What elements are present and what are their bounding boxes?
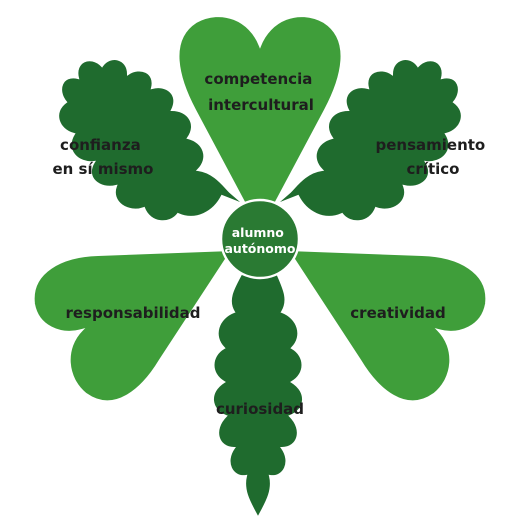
label-curiosidad: curiosidad bbox=[216, 400, 304, 418]
leaf-confianza bbox=[57, 58, 246, 223]
label-center: alumno autónomo bbox=[225, 225, 296, 256]
center-circle bbox=[219, 198, 301, 280]
leaf-responsabilidad bbox=[32, 248, 234, 403]
label-pensamiento: pensamiento crítico bbox=[376, 136, 491, 178]
leaf-curiosidad bbox=[212, 259, 304, 521]
leaf-competencia bbox=[177, 15, 343, 235]
label-confianza: confianza en sí mismo bbox=[52, 136, 153, 178]
label-responsabilidad: responsabilidad bbox=[65, 304, 200, 322]
leaf-pensamiento bbox=[274, 58, 463, 223]
label-creatividad: creatividad bbox=[350, 304, 445, 322]
leaf-creatividad bbox=[286, 248, 488, 403]
label-competencia: competencia intercultural bbox=[204, 70, 317, 114]
